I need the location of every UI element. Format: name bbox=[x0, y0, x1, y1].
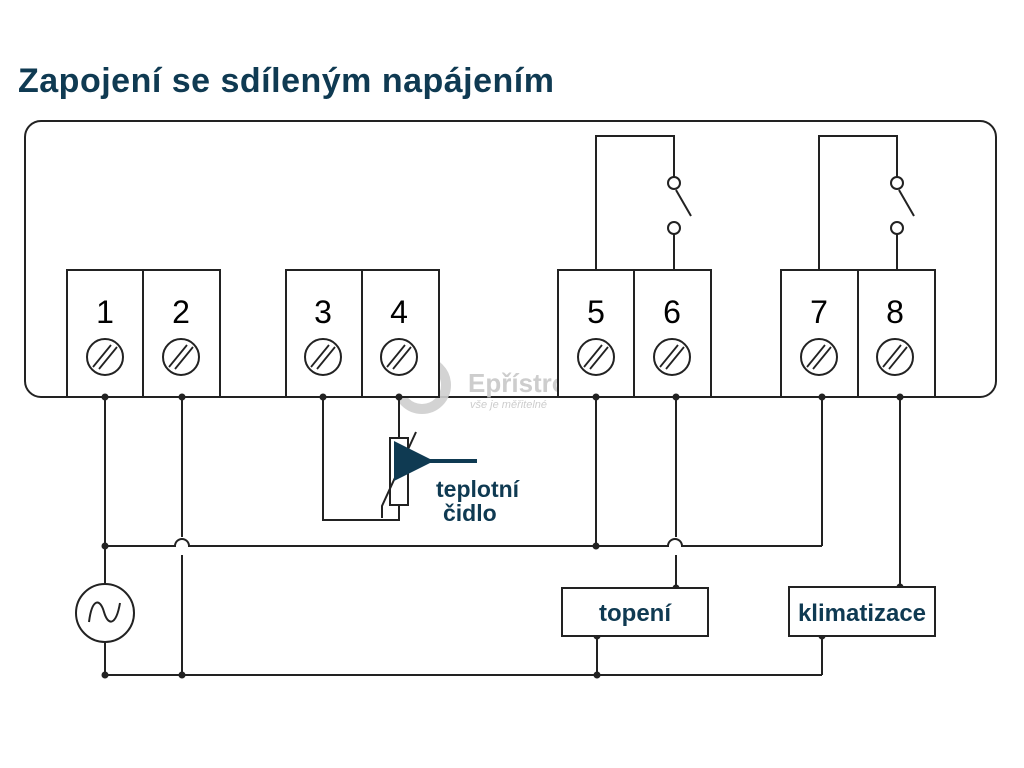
device-housing bbox=[24, 120, 997, 398]
screw-icon bbox=[800, 338, 838, 376]
sensor-label-line2: čidlo bbox=[443, 500, 497, 526]
screw-icon bbox=[577, 338, 615, 376]
sensor-label-line1: teplotní bbox=[436, 476, 521, 502]
terminal-3: 3 bbox=[285, 269, 363, 398]
relay-switch-icon bbox=[595, 135, 692, 270]
screw-icon bbox=[876, 338, 914, 376]
terminal-4-number: 4 bbox=[390, 294, 408, 330]
screw-icon bbox=[653, 338, 691, 376]
terminal-5: 5 bbox=[557, 269, 635, 398]
terminal-3-number: 3 bbox=[314, 294, 332, 330]
cooling-load: klimatizace bbox=[788, 586, 936, 637]
screw-icon bbox=[162, 338, 200, 376]
screw-icon bbox=[86, 338, 124, 376]
heating-label: topení bbox=[599, 600, 672, 627]
external-wiring bbox=[104, 397, 901, 676]
page-title: Zapojení se sdíleným napájením bbox=[18, 62, 555, 100]
terminal-1: 1 bbox=[66, 269, 144, 398]
terminal-5-number: 5 bbox=[587, 294, 605, 330]
screw-icon bbox=[380, 338, 418, 376]
watermark-tagline: vše je měřitelné bbox=[470, 399, 547, 411]
terminal-8: 8 bbox=[857, 269, 936, 398]
terminal-4: 4 bbox=[361, 269, 440, 398]
terminal-2: 2 bbox=[142, 269, 221, 398]
terminal-1-number: 1 bbox=[96, 294, 114, 330]
terminal-2-number: 2 bbox=[172, 294, 190, 330]
ac-source-icon bbox=[75, 583, 135, 643]
thermistor-icon bbox=[381, 431, 417, 518]
terminal-6-number: 6 bbox=[663, 294, 681, 330]
terminal-6: 6 bbox=[633, 269, 712, 398]
terminal-7: 7 bbox=[780, 269, 859, 398]
heating-load: topení bbox=[561, 587, 709, 637]
junction-dots bbox=[101, 393, 904, 679]
cooling-label: klimatizace bbox=[798, 600, 926, 627]
terminal-7-number: 7 bbox=[810, 294, 828, 330]
relay-switch-icon bbox=[818, 135, 915, 270]
screw-icon bbox=[304, 338, 342, 376]
terminal-8-number: 8 bbox=[886, 294, 904, 330]
